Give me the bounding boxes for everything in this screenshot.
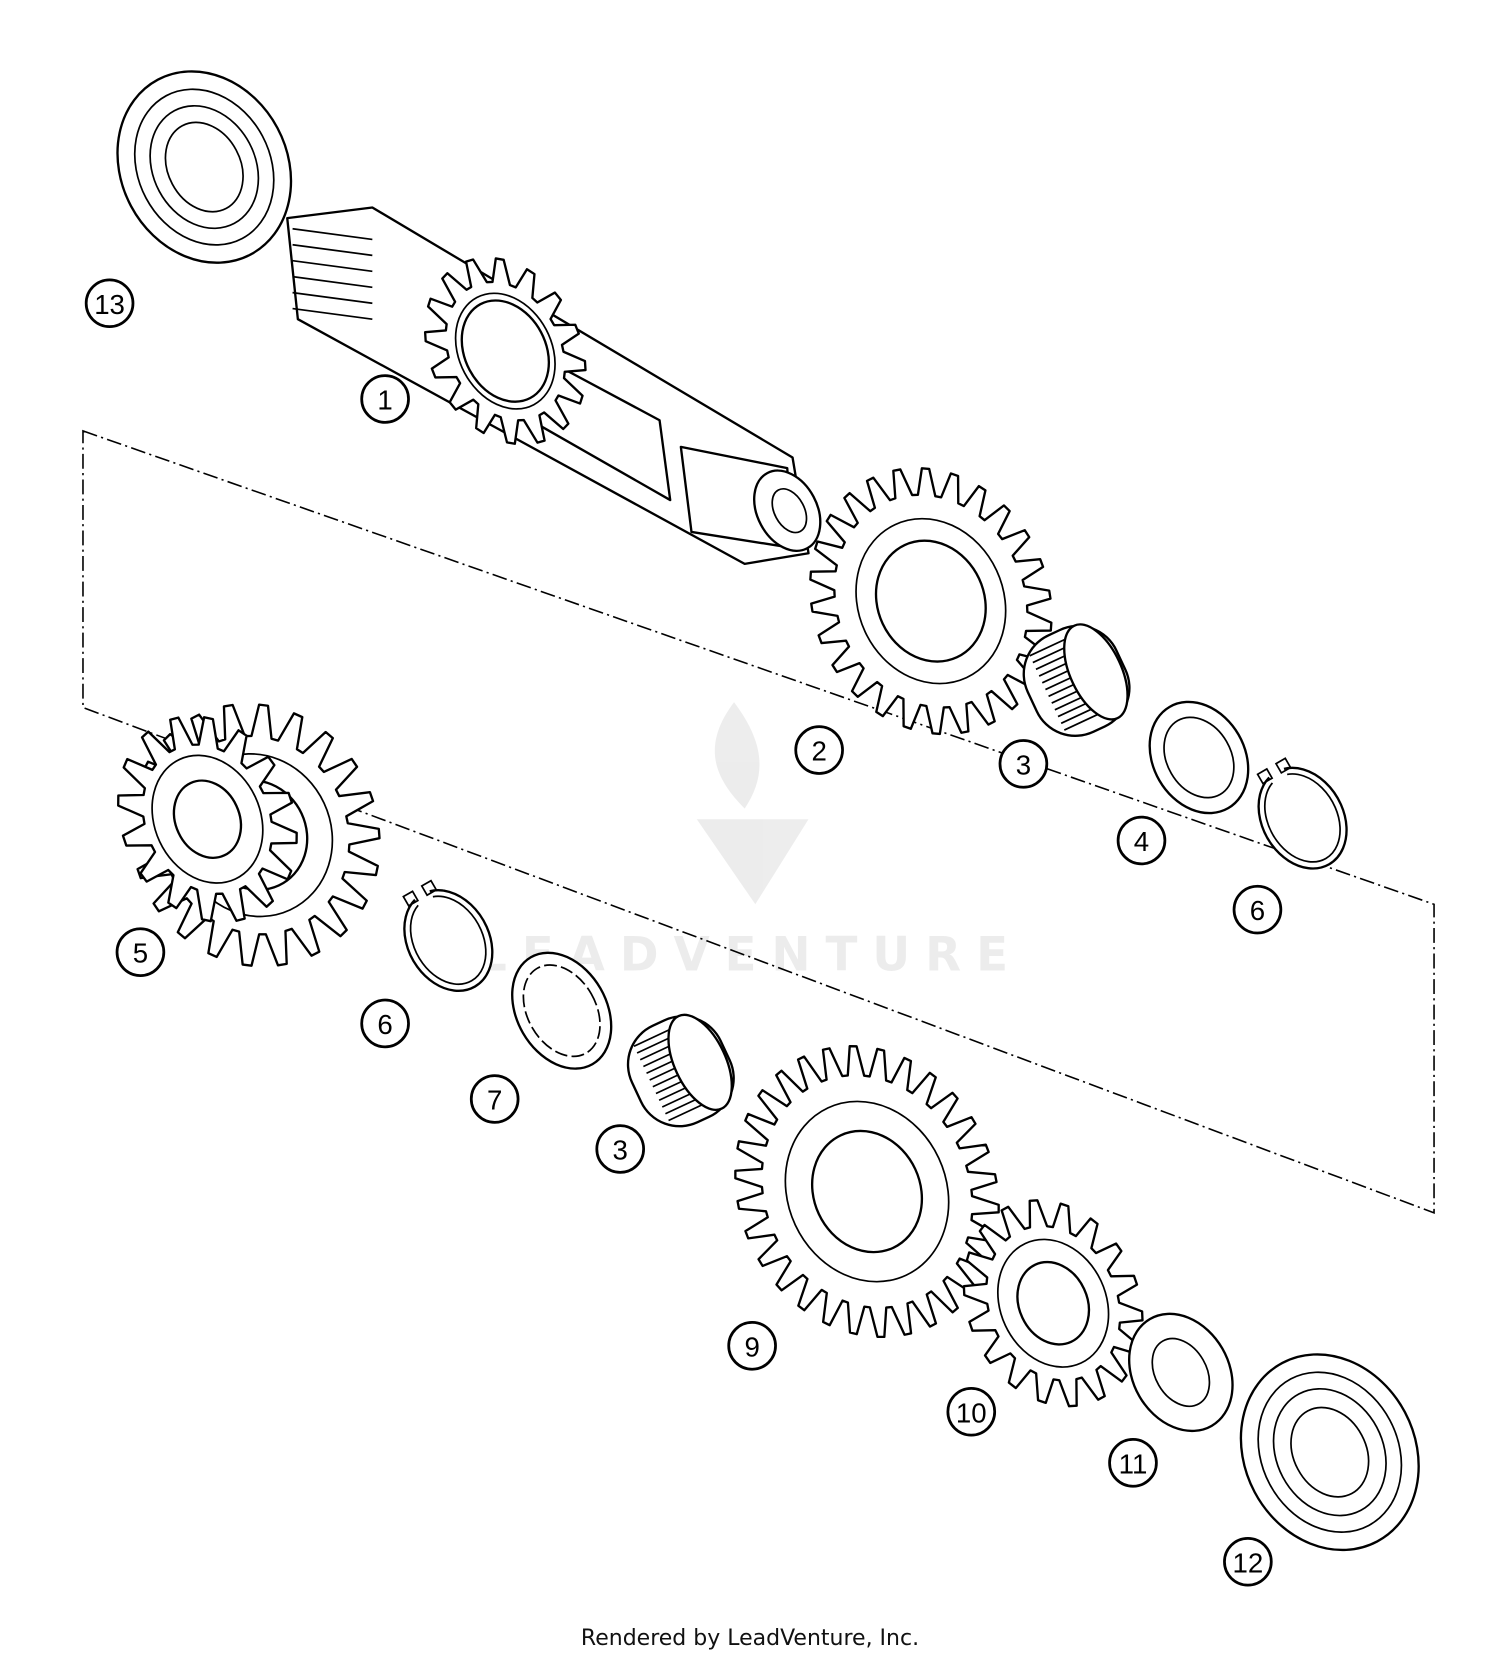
callout-number: 3 <box>1016 749 1031 780</box>
gear-9[interactable] <box>689 1003 1046 1381</box>
ball-bearing-top[interactable] <box>85 41 324 294</box>
callout-gear-10[interactable]: 10 <box>946 1386 997 1437</box>
callout-number: 11 <box>1119 1448 1148 1479</box>
callout-number: 6 <box>377 1009 392 1040</box>
callout-needle-bearing-lower[interactable]: 3 <box>595 1124 645 1174</box>
callout-circle <box>595 1124 645 1174</box>
callout-circle <box>1223 1536 1273 1587</box>
pinion-gear[interactable] <box>394 230 616 472</box>
callout-needle-bearing-upper[interactable]: 3 <box>998 739 1049 789</box>
gear-10[interactable] <box>931 1171 1175 1435</box>
splined-washer[interactable] <box>492 935 631 1087</box>
gear-5-dog[interactable] <box>86 687 329 950</box>
callout-circle <box>360 374 410 424</box>
callout-circle <box>1116 815 1167 866</box>
watermark-logo <box>696 702 809 905</box>
callout-number: 5 <box>133 938 148 969</box>
callout-circle <box>115 927 166 977</box>
callout-circlip-lower[interactable]: 6 <box>360 998 410 1049</box>
thrust-washer-upper[interactable] <box>1130 684 1268 831</box>
thrust-washer-lower[interactable] <box>1109 1295 1254 1450</box>
callout-bearing-bottom[interactable]: 12 <box>1223 1536 1273 1587</box>
callout-splined-washer[interactable]: 7 <box>469 1074 520 1124</box>
ball-bearing-bottom[interactable] <box>1207 1323 1452 1581</box>
callout-circle <box>998 739 1049 789</box>
callout-circle <box>469 1074 520 1124</box>
gear-2[interactable] <box>767 428 1094 774</box>
callout-circle <box>727 1321 777 1371</box>
callout-number: 4 <box>1134 826 1149 857</box>
needle-bearing-lower[interactable] <box>614 1002 748 1140</box>
callout-number: 1 <box>377 385 392 416</box>
callout-bearing-top[interactable]: 13 <box>84 278 135 329</box>
callout-circle <box>1108 1438 1158 1488</box>
circlip-lower[interactable] <box>383 868 510 1007</box>
callout-circle <box>84 278 135 329</box>
assembly-dashed-outline <box>82 429 1435 1214</box>
callout-gear-2[interactable]: 2 <box>794 725 844 775</box>
callout-number: 6 <box>1250 895 1265 926</box>
callout-washer-upper[interactable]: 4 <box>1116 815 1167 866</box>
callout-number: 7 <box>487 1085 502 1116</box>
footer-credit: Rendered by LeadVenture, Inc. <box>580 1626 920 1651</box>
callout-number: 10 <box>956 1397 987 1428</box>
callout-main-shaft[interactable]: 1 <box>360 374 410 424</box>
callout-circle <box>360 998 410 1049</box>
callout-number: 3 <box>613 1135 628 1166</box>
callout-number: 2 <box>811 736 826 767</box>
callout-circle <box>946 1386 997 1437</box>
main-shaft[interactable] <box>286 206 833 566</box>
callout-gear-9[interactable]: 9 <box>727 1321 777 1371</box>
callout-circle <box>1232 884 1283 935</box>
callout-gear-5[interactable]: 5 <box>115 927 166 977</box>
callout-circlip-upper[interactable]: 6 <box>1232 884 1283 935</box>
needle-bearing-upper[interactable] <box>1010 612 1144 750</box>
circlip-upper[interactable] <box>1237 746 1364 885</box>
callout-washer-lower[interactable]: 11 <box>1108 1438 1158 1488</box>
callout-number: 12 <box>1232 1547 1263 1578</box>
callout-number: 9 <box>744 1331 759 1362</box>
callout-number: 13 <box>94 289 125 320</box>
callout-circle <box>794 725 844 775</box>
